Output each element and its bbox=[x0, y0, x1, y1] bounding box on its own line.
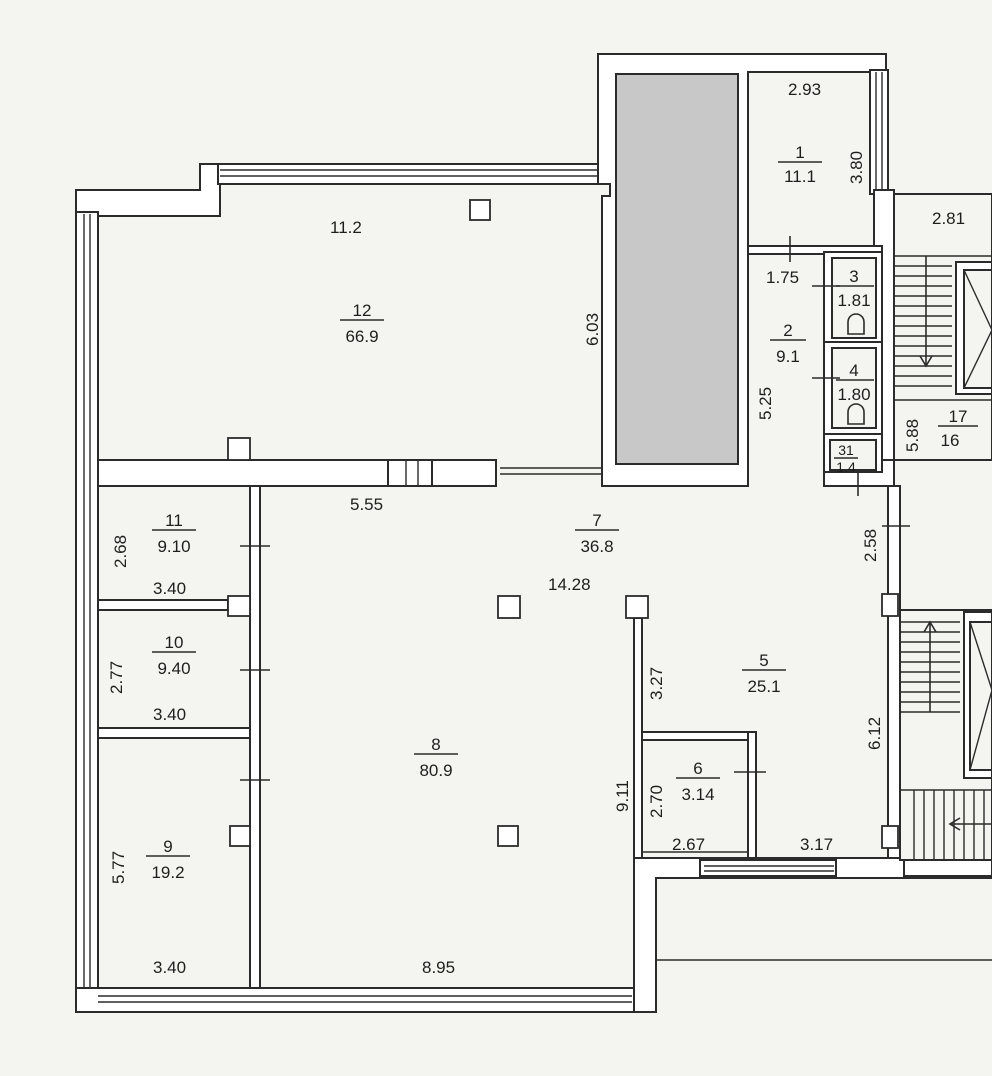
room-2-label: 2 9.1 bbox=[770, 321, 806, 366]
dim-11-2: 11.2 bbox=[330, 218, 362, 237]
svg-text:11: 11 bbox=[165, 511, 183, 530]
svg-text:8: 8 bbox=[431, 735, 440, 754]
exterior-walls bbox=[75, 53, 992, 1013]
room-3-label: 3 1.81 bbox=[836, 267, 874, 310]
dim-2-67: 2.67 bbox=[672, 835, 705, 854]
svg-text:3.14: 3.14 bbox=[681, 785, 714, 804]
interior-walls bbox=[97, 245, 883, 989]
svg-text:4: 4 bbox=[849, 361, 858, 380]
room-31-label: 31 1.4 bbox=[834, 442, 858, 475]
svg-text:66.9: 66.9 bbox=[345, 327, 378, 346]
svg-text:1: 1 bbox=[795, 143, 804, 162]
dim-2-81: 2.81 bbox=[932, 209, 965, 228]
dim-2-70: 2.70 bbox=[647, 785, 666, 818]
svg-text:3: 3 bbox=[849, 267, 858, 286]
room-6-label: 6 3.14 bbox=[676, 759, 720, 804]
svg-text:19.2: 19.2 bbox=[151, 863, 184, 882]
svg-text:9.40: 9.40 bbox=[157, 659, 190, 678]
dim-2-77: 2.77 bbox=[107, 661, 126, 694]
staircase-lower bbox=[881, 593, 992, 861]
dim-3-40-c: 3.40 bbox=[153, 958, 186, 977]
svg-text:7: 7 bbox=[592, 511, 601, 530]
svg-text:17: 17 bbox=[949, 407, 968, 426]
room-4-label: 4 1.80 bbox=[836, 361, 874, 404]
dim-5-88: 5.88 bbox=[903, 419, 922, 452]
dim-3-40-a: 3.40 bbox=[153, 579, 186, 598]
dimension-labels: 2.93 3.80 2.81 1.75 5.25 5.88 11.2 6.03 … bbox=[107, 80, 965, 977]
room-7-label: 7 36.8 bbox=[575, 511, 619, 556]
dim-2-93: 2.93 bbox=[788, 80, 821, 99]
room-17-label: 17 16 bbox=[938, 407, 978, 450]
dim-3-40-b: 3.40 bbox=[153, 705, 186, 724]
dim-8-95: 8.95 bbox=[422, 958, 455, 977]
columns bbox=[227, 199, 649, 847]
svg-text:1.81: 1.81 bbox=[837, 291, 870, 310]
svg-text:1.4: 1.4 bbox=[836, 459, 856, 475]
svg-text:80.9: 80.9 bbox=[419, 761, 452, 780]
svg-text:10: 10 bbox=[165, 633, 184, 652]
svg-text:6: 6 bbox=[693, 759, 702, 778]
svg-text:5: 5 bbox=[759, 651, 768, 670]
room-5-label: 5 25.1 bbox=[742, 651, 786, 696]
svg-text:11.1: 11.1 bbox=[784, 167, 816, 186]
svg-text:16: 16 bbox=[941, 431, 960, 450]
door-marks bbox=[240, 236, 910, 781]
svg-text:9.1: 9.1 bbox=[776, 347, 800, 366]
staircase-upper bbox=[893, 193, 992, 461]
room-8-label: 8 80.9 bbox=[414, 735, 458, 780]
room-12-label: 12 66.9 bbox=[340, 301, 384, 346]
dim-5-55: 5.55 bbox=[350, 495, 383, 514]
room-10-label: 10 9.40 bbox=[152, 633, 196, 678]
dim-2-68: 2.68 bbox=[111, 535, 130, 568]
dim-5-25: 5.25 bbox=[756, 387, 775, 420]
dim-14-28: 14.28 bbox=[548, 575, 591, 594]
svg-text:9.10: 9.10 bbox=[157, 537, 190, 556]
svg-text:9: 9 bbox=[163, 837, 172, 856]
dim-5-77: 5.77 bbox=[109, 851, 128, 884]
svg-text:25.1: 25.1 bbox=[747, 677, 780, 696]
svg-text:2: 2 bbox=[783, 321, 792, 340]
dim-6-03: 6.03 bbox=[583, 313, 602, 346]
room-9-label: 9 19.2 bbox=[146, 837, 190, 882]
room-11-label: 11 9.10 bbox=[152, 511, 196, 556]
room-labels: 1 11.1 2 9.1 3 1.81 4 1.80 5 25.1 6 3.14 bbox=[146, 143, 978, 882]
svg-text:12: 12 bbox=[353, 301, 372, 320]
dim-9-11: 9.11 bbox=[613, 780, 632, 812]
dim-6-12: 6.12 bbox=[865, 717, 884, 750]
dim-2-58: 2.58 bbox=[861, 529, 880, 562]
svg-text:31: 31 bbox=[838, 442, 854, 458]
dim-3-80: 3.80 bbox=[847, 151, 866, 184]
svg-text:1.80: 1.80 bbox=[837, 385, 870, 404]
svg-text:36.8: 36.8 bbox=[580, 537, 613, 556]
room-1-label: 1 11.1 bbox=[778, 143, 822, 186]
elevator-shaft bbox=[615, 73, 739, 465]
dim-3-27: 3.27 bbox=[647, 667, 666, 700]
dim-3-17: 3.17 bbox=[800, 835, 833, 854]
dim-1-75: 1.75 bbox=[766, 268, 799, 287]
